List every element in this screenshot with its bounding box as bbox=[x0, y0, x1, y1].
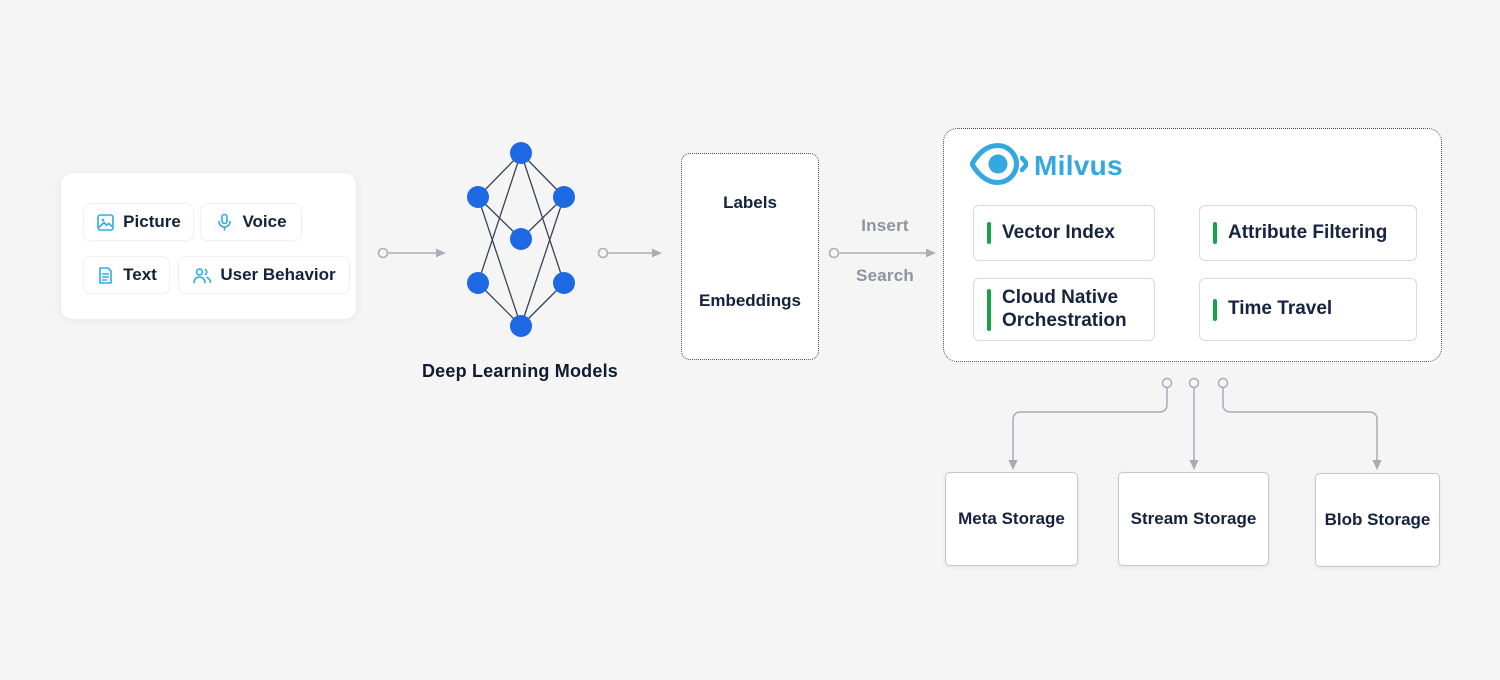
data-sources-card: Picture Voice Text bbox=[60, 172, 357, 320]
milvus-eye-icon bbox=[969, 140, 1030, 193]
source-label: Voice bbox=[242, 212, 287, 231]
source-label: User Behavior bbox=[220, 265, 336, 284]
milvus-to-storage-connectors bbox=[1008, 377, 1382, 470]
users-icon bbox=[192, 266, 212, 285]
document-icon bbox=[96, 266, 115, 285]
green-bar bbox=[987, 222, 991, 244]
meta-storage-box: Meta Storage bbox=[945, 472, 1078, 566]
source-voice: Voice bbox=[200, 203, 302, 241]
source-label: Text bbox=[123, 265, 157, 284]
milvus-wordmark: Milvus bbox=[1034, 150, 1123, 181]
feature-cloud-native-orchestration: Cloud Native Orchestration bbox=[973, 278, 1155, 341]
green-bar bbox=[987, 288, 991, 331]
output-box: Labels Embeddings bbox=[681, 153, 819, 360]
green-bar bbox=[1213, 222, 1217, 244]
storage-label: Blob Storage bbox=[1324, 510, 1431, 529]
milvus-logo: Milvus bbox=[969, 140, 1123, 193]
feature-label: Attribute Filtering bbox=[1228, 221, 1388, 243]
feature-label: Cloud Native Orchestration bbox=[1002, 287, 1127, 331]
storage-label: Stream Storage bbox=[1130, 509, 1257, 528]
green-bar bbox=[1213, 298, 1217, 321]
labels-text: Labels bbox=[723, 193, 777, 212]
search-label: Search bbox=[856, 266, 914, 285]
feature-label: Time Travel bbox=[1228, 298, 1333, 320]
embeddings-text: Embeddings bbox=[698, 291, 801, 310]
source-picture: Picture bbox=[83, 203, 194, 241]
model-label: Deep Learning Models bbox=[421, 361, 619, 381]
feature-label: Vector Index bbox=[1002, 221, 1115, 243]
insert-label: Insert bbox=[861, 216, 909, 235]
picture-icon bbox=[96, 213, 115, 232]
feature-vector-index: Vector Index bbox=[973, 205, 1155, 261]
source-user-behavior: User Behavior bbox=[178, 256, 350, 294]
milvus-container: Milvus Vector Index Attribute Filtering … bbox=[943, 128, 1442, 362]
arrow-output-to-milvus bbox=[828, 247, 936, 259]
microphone-icon bbox=[215, 213, 234, 232]
source-label: Picture bbox=[123, 212, 181, 231]
arrow-sources-to-model bbox=[377, 247, 446, 259]
source-text: Text bbox=[83, 256, 170, 294]
arrow-model-to-output bbox=[597, 247, 662, 259]
blob-storage-box: Blob Storage bbox=[1315, 473, 1440, 567]
storage-label: Meta Storage bbox=[958, 509, 1065, 528]
feature-time-travel: Time Travel bbox=[1199, 278, 1417, 341]
neural-network-graphic bbox=[467, 142, 575, 337]
feature-attribute-filtering: Attribute Filtering bbox=[1199, 205, 1417, 261]
stream-storage-box: Stream Storage bbox=[1118, 472, 1269, 566]
